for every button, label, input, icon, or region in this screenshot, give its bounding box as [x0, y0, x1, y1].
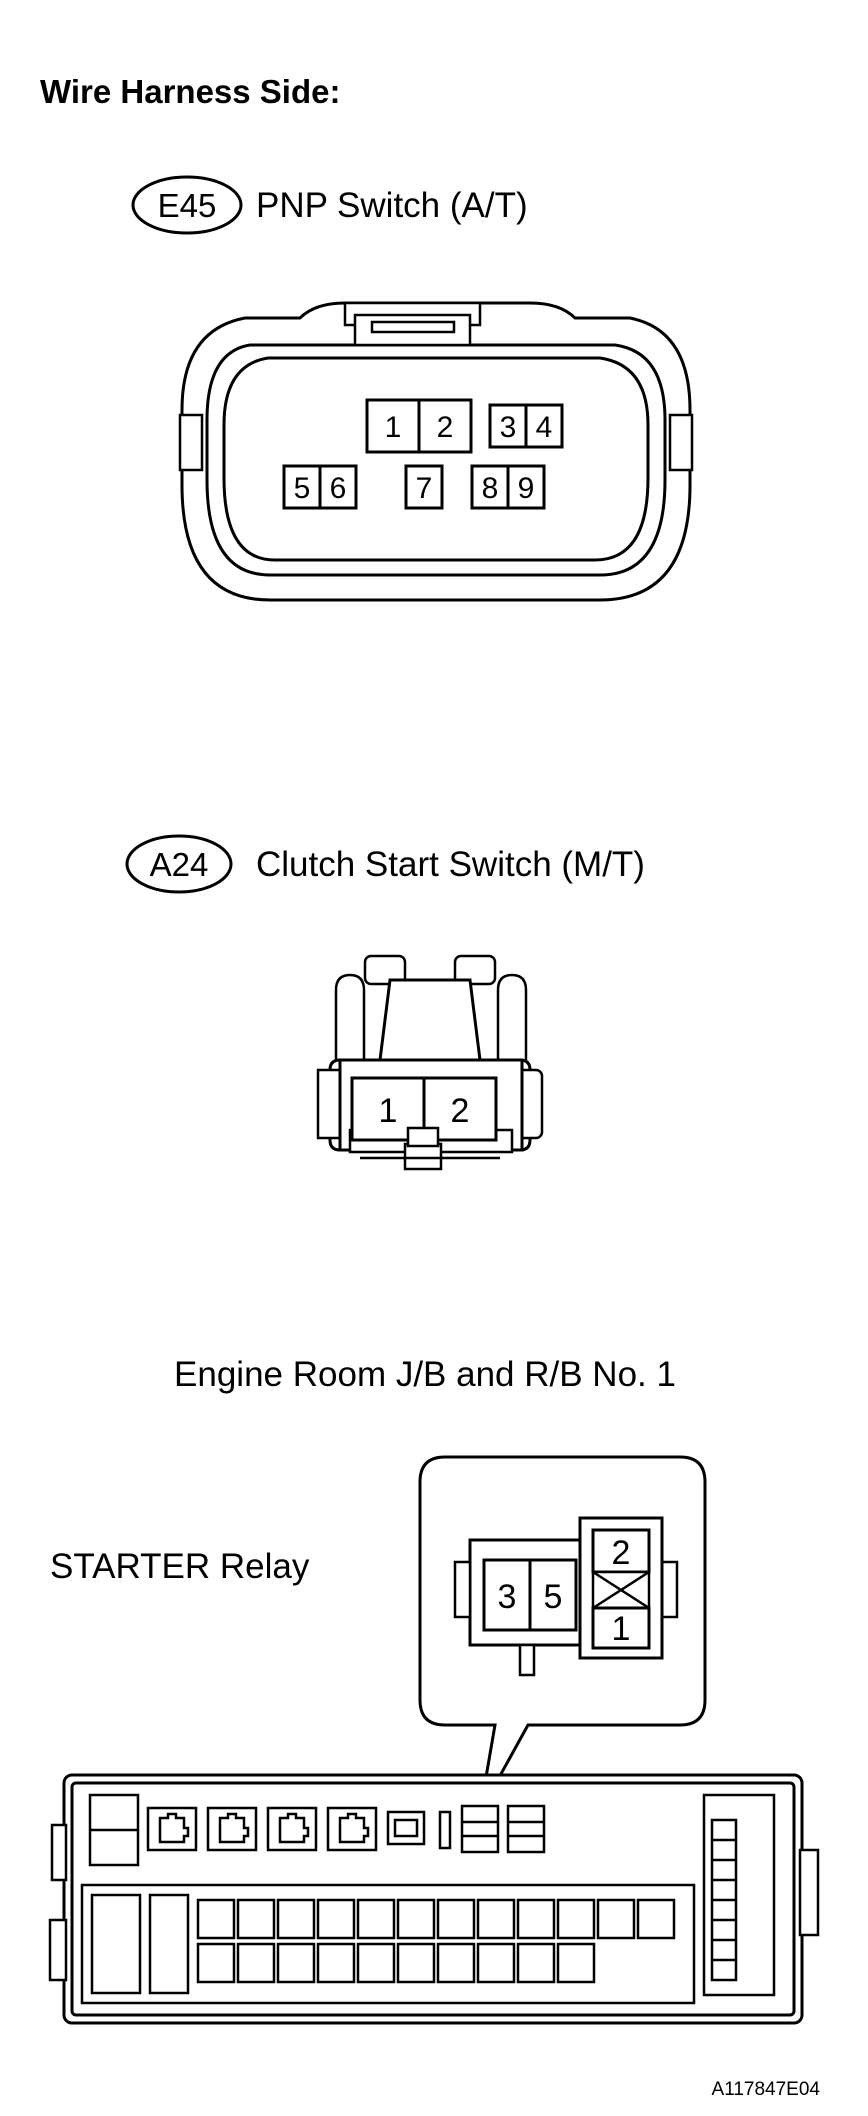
- pin-cell-2: [417, 398, 473, 454]
- pin-cell-7: [404, 464, 444, 510]
- relay-pin-label-2: 2: [612, 1534, 631, 1572]
- junction-block-body: [48, 1773, 820, 2025]
- fuse-slot: [436, 1898, 476, 1940]
- pin-cell-1: [350, 1076, 426, 1142]
- fuse-slot: [316, 1898, 356, 1940]
- starter-relay-position: [386, 1810, 426, 1846]
- pin-label-8: 8: [482, 472, 499, 505]
- relay-pin-cell-5: [528, 1558, 578, 1632]
- fuse-slot: [236, 1898, 276, 1940]
- relay-pin-cell-3: [482, 1558, 532, 1632]
- fuse-slot: [636, 1898, 676, 1940]
- fuse-slot: [476, 1942, 516, 1984]
- connector-code: A24: [150, 846, 209, 883]
- fuse-slot: [396, 1942, 436, 1984]
- pin-label-7: 7: [416, 472, 433, 505]
- pin-cell-9: [506, 464, 546, 510]
- connector-e45: E45 PNP Switch (A/T) 1 2 3 4 5 6 7: [131, 175, 694, 602]
- connector-name: PNP Switch (A/T): [256, 186, 528, 225]
- fuse-slot: [436, 1942, 476, 1984]
- pin-label-5: 5: [294, 472, 311, 505]
- relay-pin-cell-2: [591, 1528, 651, 1574]
- relay-pin-cell-1: [591, 1606, 651, 1650]
- fuse-slot: [556, 1898, 596, 1940]
- connector-code: E45: [158, 187, 217, 224]
- fuse-slot: [396, 1898, 436, 1940]
- relay-label: STARTER Relay: [50, 1547, 310, 1586]
- fuse-slot: [516, 1942, 556, 1984]
- relay-pin-label-1: 1: [612, 1610, 631, 1648]
- pin-cell-8: [470, 464, 510, 510]
- fuse-slot: [516, 1898, 556, 1940]
- fuse-slot: [276, 1942, 316, 1984]
- pin-cell-4: [524, 403, 564, 449]
- section-heading: Wire Harness Side:: [40, 73, 340, 110]
- fuse-slot: [316, 1942, 356, 1984]
- pin-label-3: 3: [500, 411, 517, 444]
- pin-label-2: 2: [451, 1092, 470, 1130]
- pin-label-1: 1: [385, 411, 402, 444]
- pin-cell-6: [318, 464, 358, 510]
- pin-label-4: 4: [536, 411, 553, 444]
- figure-id: A117847E04: [712, 2079, 821, 2100]
- pin-cell-3: [488, 403, 528, 449]
- relay-pin-label-3: 3: [498, 1578, 517, 1616]
- pin-label-9: 9: [518, 472, 535, 505]
- fuse-slot: [476, 1898, 516, 1940]
- pin-label-6: 6: [330, 472, 347, 505]
- connector-name: Clutch Start Switch (M/T): [256, 845, 645, 884]
- relay-pin-label-5: 5: [544, 1578, 563, 1616]
- pin-cell-2: [422, 1076, 498, 1142]
- fuse-slot: [276, 1898, 316, 1940]
- fuse-slot: [596, 1898, 636, 1940]
- fuse-slot: [196, 1898, 236, 1940]
- fuse-slot: [356, 1898, 396, 1940]
- pin-label-2: 2: [437, 411, 454, 444]
- connector-code-oval: [125, 834, 233, 894]
- pin-cell-5: [282, 464, 322, 510]
- relay-callout: 3 5 2 1: [418, 1455, 707, 1813]
- junction-block-title: Engine Room J/B and R/B No. 1: [174, 1355, 676, 1394]
- fuse-slot: [356, 1942, 396, 1984]
- fuse-slot: [236, 1942, 276, 1984]
- pin-label-1: 1: [379, 1092, 398, 1130]
- connector-a24: A24 Clutch Start Switch (M/T) 1 2: [125, 834, 645, 1171]
- fuse-slot: [556, 1942, 596, 1984]
- connector-code-oval: [131, 175, 243, 235]
- fuse-slot: [196, 1942, 236, 1984]
